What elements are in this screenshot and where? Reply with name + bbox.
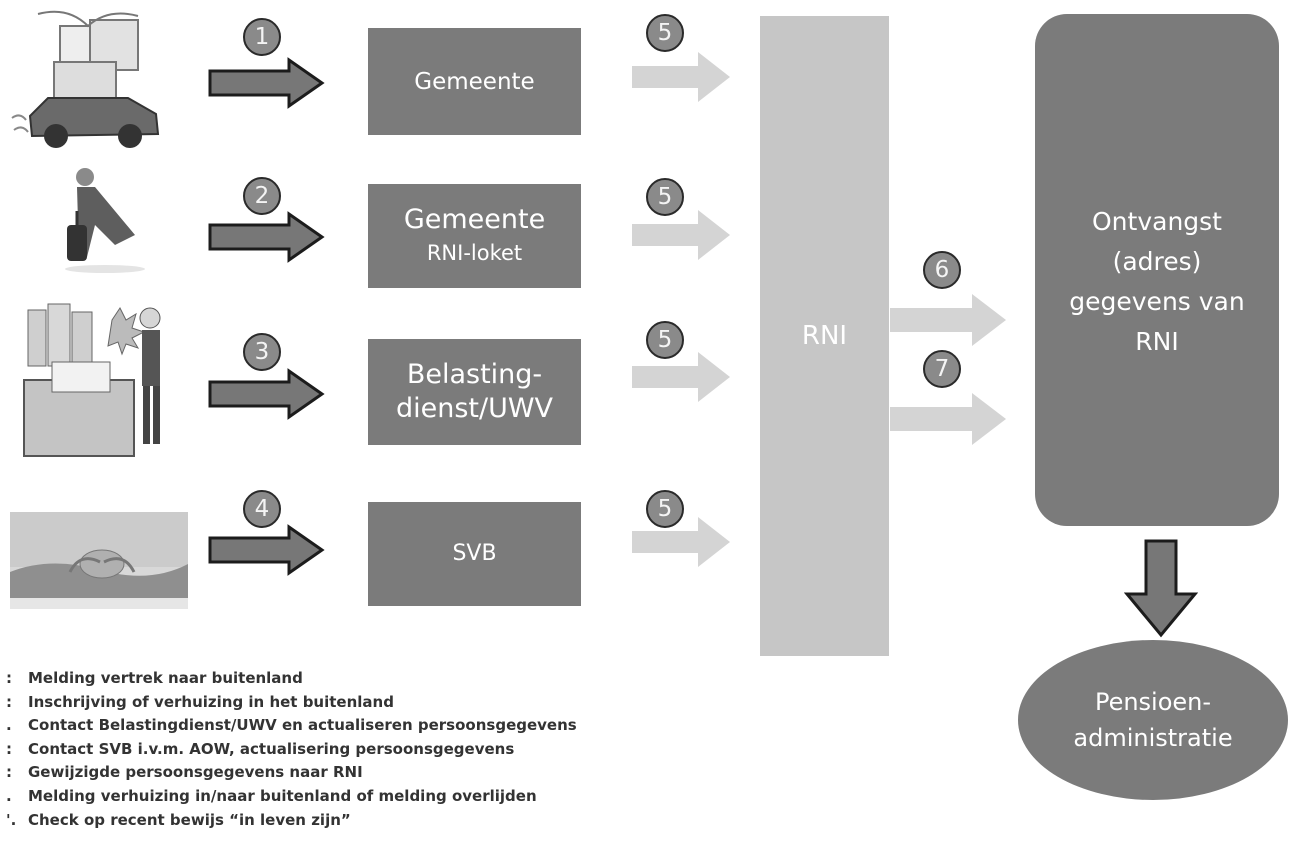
arrow-step-2	[208, 211, 325, 263]
step-number-6: 6	[923, 251, 961, 289]
step-number-5d: 5	[646, 490, 684, 528]
ontvangst-line1: Ontvangst	[1092, 207, 1222, 236]
pensioenadministratie-ellipse: Pensioen- administratie	[1018, 640, 1288, 800]
arrow-step-4	[208, 524, 325, 576]
step-number-5b: 5	[646, 178, 684, 216]
gemeente-box: Gemeente	[368, 28, 581, 135]
arrow-step-5c	[632, 352, 730, 402]
relaxing-man-illustration	[10, 512, 188, 609]
arrow-step-3	[208, 368, 325, 420]
legend-item: '.Check op recent bewijs “in leven zijn”	[6, 810, 351, 829]
step-number-1: 1	[243, 18, 281, 56]
gemeente-rni-loket-box: Gemeente RNI-loket	[368, 184, 581, 288]
arrow-step-1	[208, 57, 325, 109]
rni-loket-box-line2: RNI-loket	[426, 241, 523, 265]
step-number-2: 2	[243, 177, 281, 215]
legend-item: :Melding vertrek naar buitenland	[6, 669, 303, 687]
office-desk-illustration	[23, 303, 161, 457]
step-number-7: 7	[923, 350, 961, 388]
ontvangst-line2: (adres)	[1112, 247, 1202, 276]
legend-item: .Melding verhuizing in/naar buitenland o…	[6, 786, 537, 805]
svb-box: SVB	[368, 502, 581, 606]
ontvangst-gegevens-box: Ontvangst (adres) gegevens van RNI	[1035, 14, 1279, 526]
rni-bar: RNI	[760, 16, 889, 656]
step-number-5c: 5	[646, 321, 684, 359]
arrow-step-6	[890, 294, 1006, 346]
rni-loket-box-line1: Gemeente	[403, 204, 546, 235]
pensioen-line2: administratie	[1073, 724, 1233, 752]
belasting-box-line2: dienst/UWV	[395, 393, 554, 424]
arrow-step-5d	[632, 517, 730, 567]
moving-car-illustration	[11, 10, 160, 148]
legend-item: :Gewijzigde persoonsgegevens naar RNI	[6, 763, 363, 782]
pensioen-line1: Pensioen-	[1094, 688, 1212, 716]
svb-box-label: SVB	[452, 541, 497, 566]
gemeente-box-label: Gemeente	[414, 68, 535, 95]
step-number-5a: 5	[646, 14, 684, 52]
ontvangst-line3: gegevens van	[1069, 287, 1245, 316]
belasting-box-line1: Belasting-	[406, 359, 543, 390]
legend: :Melding vertrek naar buitenland :Inschr…	[6, 667, 577, 832]
arrow-step-5a	[632, 52, 730, 102]
step-number-3: 3	[243, 333, 281, 371]
arrow-step-7	[890, 393, 1006, 445]
belastingdienst-uwv-box: Belasting- dienst/UWV	[368, 339, 581, 445]
arrow-step-5b	[632, 210, 730, 260]
legend-item: :Inschrijving of verhuizing in het buite…	[6, 692, 394, 711]
traveller-illustration	[65, 168, 145, 273]
legend-item: .Contact Belastingdienst/UWV en actualis…	[6, 716, 577, 735]
step-number-4: 4	[243, 490, 281, 528]
rni-label: RNI	[801, 321, 848, 351]
ontvangst-line4: RNI	[1135, 327, 1179, 356]
arrow-down-to-pensioen	[1124, 539, 1198, 638]
legend-item: :Contact SVB i.v.m. AOW, actualisering p…	[6, 739, 515, 758]
